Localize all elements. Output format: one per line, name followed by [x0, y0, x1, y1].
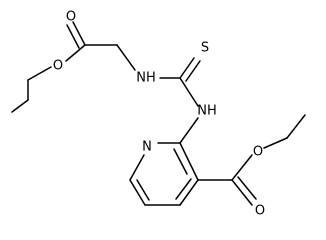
bond — [65, 44, 86, 62]
atom-label-ester-oxygen-left: O — [53, 59, 63, 74]
bond — [11, 99, 29, 113]
atom-label-pyridine-nitrogen: N — [142, 140, 152, 155]
bond — [263, 137, 288, 149]
atom-label-carbonyl-oxygen-top: O — [66, 10, 76, 25]
bond — [175, 178, 192, 200]
pyridine-fragment — [129, 114, 306, 206]
bond — [179, 142, 199, 181]
bond — [286, 114, 306, 139]
atom-label-thione-sulfur: S — [201, 41, 209, 56]
glycinate-ester-fragment — [11, 21, 136, 113]
bond — [66, 24, 80, 49]
bond — [129, 154, 145, 181]
bond — [179, 117, 199, 144]
bond — [231, 179, 253, 206]
bond — [116, 44, 136, 71]
bond — [136, 179, 150, 201]
bond — [179, 179, 199, 206]
bond — [173, 148, 188, 175]
bond — [27, 66, 52, 81]
bond — [179, 77, 199, 107]
thiourea-fragment — [159, 57, 201, 107]
atom-label-nh-upper: NH — [136, 71, 156, 86]
bond — [185, 60, 201, 82]
atom-label-carbonyl-oxygen-bottom: O — [255, 204, 265, 219]
bond — [72, 21, 86, 46]
bond — [231, 154, 253, 181]
atom-label-nh-lower: NH — [197, 104, 217, 119]
bond — [179, 57, 195, 79]
atom-label-ester-oxygen-right: O — [253, 145, 263, 160]
bond — [129, 179, 146, 206]
molecule-structure: O O NH S NH N O O — [11, 10, 306, 219]
bond — [237, 176, 257, 200]
